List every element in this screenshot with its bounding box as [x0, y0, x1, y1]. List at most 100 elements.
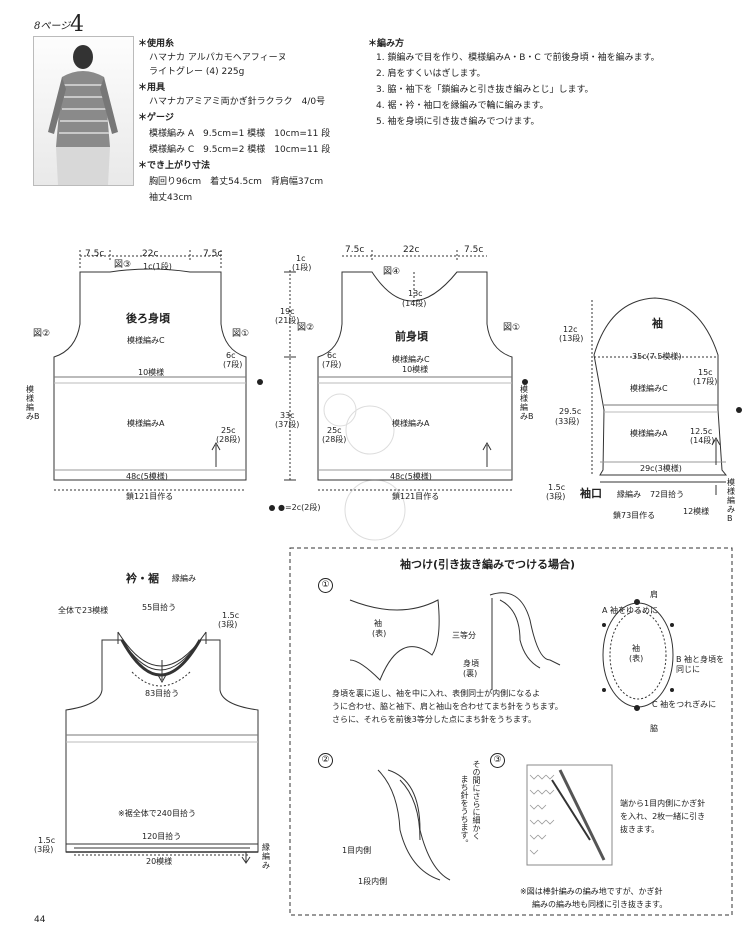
yarn-line-2: ライトグレー (4) 225g	[149, 67, 245, 77]
step2-vert-2: まち針をうちます。	[460, 775, 469, 847]
step1-A-note: A 袖をゆるめに	[602, 606, 659, 615]
front-top-right: 7.5c	[464, 245, 484, 255]
collar-r15-rows: (3段)	[218, 620, 238, 629]
back-fig2: 図②	[33, 329, 51, 339]
step3-marker: ③	[490, 753, 505, 768]
step1-body-sub: (裏)	[463, 669, 478, 678]
collar-title: 衿・裾	[126, 572, 159, 585]
method-step-2: 2. 肩をすくいはぎします。	[376, 69, 486, 79]
page-prefix: 8ページ	[34, 21, 71, 32]
step3-note-2: を入れ、2枚一緒に引き	[620, 812, 706, 821]
front-armhole-rows: (7段)	[322, 360, 342, 369]
front-neck: 13c	[408, 289, 423, 298]
front-bottom: 48c(5模様)	[390, 472, 432, 481]
sleeve-pattern-c: 模様編みC	[630, 384, 668, 393]
step1-sleeve-sub: (表)	[372, 629, 387, 638]
back-h25: 25c	[221, 426, 236, 435]
sleeve-h125: 12.5c	[690, 427, 713, 436]
step3-foot-1: ※図は棒針編みの編み地ですが、かぎ針	[520, 887, 663, 896]
step1-marker: ①	[318, 578, 333, 593]
front-armhole: 6c	[327, 351, 337, 360]
back-cast-on: 鎖121目作る	[126, 492, 174, 501]
step1-desc-2: うに合わせ、脇と袖下、肩と袖山を合わせてまち針をうちます。	[332, 702, 563, 711]
sleeve-12-patterns: 12模様	[683, 507, 710, 516]
gauge-heading: ＊ゲージ	[138, 113, 174, 123]
hem-edge: 縁編み	[262, 843, 270, 870]
step1-sleeve: 袖	[374, 619, 382, 628]
sleeve-h15: 15c	[698, 368, 713, 377]
front-fig4: 図④	[383, 267, 401, 277]
step2-1row-in: 1段内側	[358, 877, 388, 886]
step1-shoulder: 肩	[650, 590, 658, 599]
step1-desc-1: 身頃を裏に返し、袖を中に入れ、表側同士が内側になるよ	[332, 689, 541, 698]
sleeve-h295: 29.5c	[559, 407, 582, 416]
hem-l15: 1.5c	[38, 836, 56, 845]
page-number-large: 4	[70, 12, 84, 37]
hem-pick120: 120目拾う	[142, 832, 182, 841]
step1-B-note: B 袖と身頃を同じに	[676, 655, 725, 674]
tools-line-1: ハマナカアミアミ両かぎ針ラクラク 4/0号	[149, 97, 326, 107]
method-step-1: 1. 鎖編みで目を作り、模様編みA・B・C で前後身頃・袖を編みます。	[376, 53, 660, 63]
back-title: 後ろ身頃	[126, 312, 170, 325]
step3-note-1: 端から1目内側にかぎ針	[620, 799, 706, 808]
collar-edge: 縁編み	[172, 574, 196, 583]
back-pattern-a: 模様編みA	[127, 419, 165, 428]
sleeve-pattern-b: 模様編みB	[727, 478, 735, 523]
tools-heading: ＊用具	[138, 83, 166, 93]
dim-33c-rows: (37段)	[275, 420, 300, 429]
method-step-3: 3. 脇・袖下を「鎖編みと引き抜き編みとじ」します。	[376, 85, 594, 95]
step2-vert-1: その間にさらに細かく	[472, 760, 481, 840]
dot-note: ●=2c(2段)	[278, 503, 321, 512]
sleeve-h15-rows: (17段)	[693, 377, 718, 386]
dim-19c: 19c	[280, 307, 295, 316]
sleeve-h125-rows: (14段)	[690, 436, 715, 445]
step1-side: 脇	[650, 724, 658, 733]
back-pattern-c: 模様編みC	[127, 336, 165, 345]
front-fig2: 図②	[297, 323, 315, 333]
hem-20-patterns: 20模様	[146, 857, 173, 866]
step1-ring: 袖	[632, 644, 640, 653]
method-step-5: 5. 袖を身頃に引き抜き編みでつけます。	[376, 117, 540, 127]
sleeve-edge: 縁編み	[617, 490, 641, 499]
collar-r15: 1.5c	[222, 611, 240, 620]
method-step-4: 4. 裾・衿・袖口を縁編みで輪に編みます。	[376, 101, 549, 111]
back-pattern-b: 模様編みB	[26, 385, 40, 421]
sleeve-width: 35c(7.5模様)	[632, 352, 682, 361]
sleeve-pattern-a: 模様編みA	[630, 429, 668, 438]
sleeve-cuff-rows: (3段)	[546, 492, 566, 501]
attach-title: 袖つけ(引き抜き編みでつける場合)	[400, 558, 576, 571]
sleeve-cuff-width: 29c(3模様)	[640, 464, 682, 473]
back-top-right: 7.5c	[203, 249, 223, 259]
dim-1c: 1c	[296, 254, 306, 263]
sleeve-cap-rows: (13段)	[559, 334, 584, 343]
sleeve-cuff-title: 袖口	[580, 487, 602, 500]
method-heading: ＊編み方	[368, 39, 405, 49]
model-figure-icon	[48, 45, 118, 185]
step1-C-note: C 袖をつれぎみに	[652, 700, 717, 709]
step1-ring-sub: (表)	[629, 654, 644, 663]
front-h25: 25c	[327, 426, 342, 435]
step1-desc-3: さらに、それらを前後3等分した点にまち針をうちます。	[332, 715, 537, 724]
front-pattern-a: 模様編みA	[392, 419, 430, 428]
sleeve-h295-rows: (33段)	[555, 417, 580, 426]
size-line-1: 胸回り96cm 着丈54.5cm 背肩幅37cm	[149, 177, 324, 187]
sleeve-title: 袖	[652, 317, 663, 330]
sleeve-cuff-h: 1.5c	[548, 483, 566, 492]
yarn-line-1: ハマナカ アルパカモヘアフィーヌ	[149, 53, 287, 63]
collar-pick55: 55目拾う	[142, 603, 177, 612]
sleeve-pick: 72目拾う	[650, 490, 685, 499]
model-photo	[33, 36, 134, 186]
hem-l15-rows: (3段)	[34, 845, 54, 854]
back-fig3-dim: 1c(1段)	[143, 262, 172, 271]
page-number-footer: 44	[34, 915, 46, 925]
back-armhole-rows: (7段)	[223, 360, 243, 369]
back-fig3: 図③	[114, 260, 132, 270]
back-h25-rows: (28段)	[216, 435, 241, 444]
size-heading: ＊でき上がり寸法	[138, 161, 211, 171]
dim-1c-rows: (1段)	[292, 263, 312, 272]
step2-marker: ②	[318, 753, 333, 768]
front-cast-on: 鎖121目作る	[392, 492, 440, 501]
step3-foot-2: 編みの編み地も同様に引き抜きます。	[532, 900, 668, 909]
dim-33c: 33c	[280, 411, 295, 420]
